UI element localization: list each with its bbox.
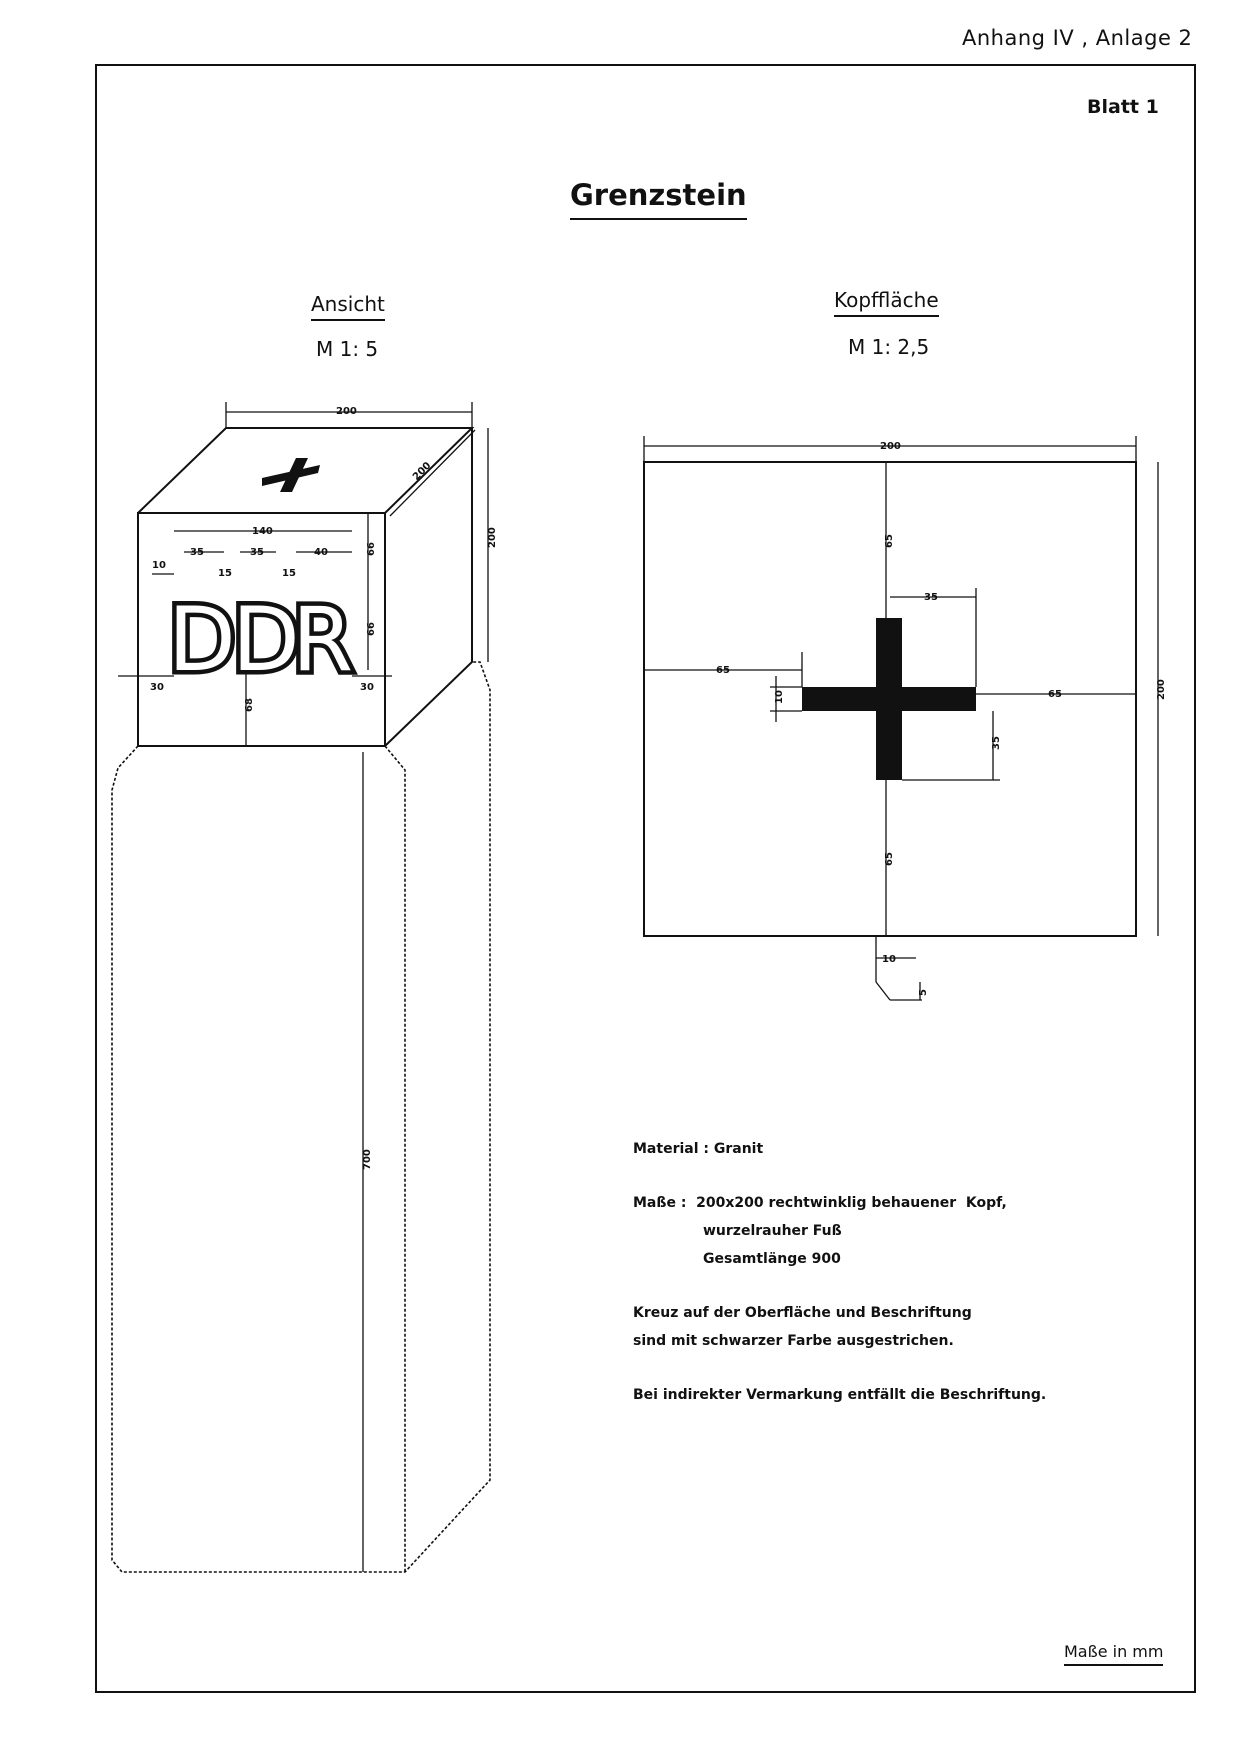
sheet-number: Blatt 1: [1087, 96, 1159, 118]
spec-masse-line3: Gesamtlänge 900: [703, 1251, 841, 1267]
right-view-scale: M 1: 2,5: [848, 335, 930, 359]
spec-masse-line1: Maße : 200x200 rechtwinklig behauener Ko…: [633, 1195, 1007, 1211]
units-note: Maße in mm: [1064, 1642, 1164, 1666]
chamfer-diagonal: [875, 981, 891, 1001]
spec-masse-line2: wurzelrauher Fuß: [703, 1223, 842, 1239]
shaft-edge: [384, 745, 406, 1572]
dim-top-width: 200: [336, 406, 357, 417]
dim-top-margin: 66: [366, 542, 377, 556]
dim-cross-left: 65: [716, 665, 730, 676]
letter-r: R: [292, 588, 353, 691]
head-front-face: [137, 512, 386, 747]
dim-chamfer-h: 5: [918, 989, 929, 996]
dim-side-left: 30: [150, 682, 164, 693]
letter-d2: D: [232, 588, 300, 691]
dim-shaft-length: 700: [362, 1149, 373, 1170]
dim-top-depth: 200: [411, 460, 434, 483]
dim-cross-arm-h: 35: [991, 736, 1002, 750]
annex-header: Anhang IV , Anlage 2: [962, 26, 1193, 50]
dim-line-depth: [389, 429, 476, 517]
top-cross-vertical: [280, 458, 308, 492]
dim-cross-right: 65: [1048, 689, 1062, 700]
dim-surface-height: 200: [1156, 679, 1167, 700]
top-surface-view: 200 200 65 35 65 65 10 35 65 10: [643, 436, 1167, 1001]
dim-gap1: 15: [218, 568, 232, 579]
left-view-title: Ansicht: [311, 292, 385, 321]
letter-d1: D: [168, 588, 236, 691]
dim-bottom-margin: 68: [244, 698, 255, 712]
dim-cross-top: 65: [884, 534, 895, 548]
spec-note-line2: sind mit schwarzer Farbe ausgestrichen.: [633, 1333, 954, 1349]
dim-letter-height: 66: [366, 622, 377, 636]
drawing-frame: [95, 64, 1196, 1693]
head-side-face: [384, 428, 473, 747]
spec-note-line1: Kreuz auf der Oberfläche und Beschriftun…: [633, 1305, 972, 1321]
specification-block: Material : Granit Maße : 200x200 rechtwi…: [633, 1135, 1193, 1409]
dim-letter-d2: 35: [250, 547, 264, 558]
dim-surface-width: 200: [880, 441, 901, 452]
dim-margin: 10: [152, 560, 166, 571]
dim-letter-r: 40: [314, 547, 328, 558]
drawing-title: Grenzstein: [570, 178, 747, 220]
left-view-scale: M 1: 5: [316, 337, 379, 361]
dim-cross-bottom: 65: [884, 852, 895, 866]
dim-head-height: 200: [487, 527, 498, 548]
spec-note-line3: Bei indirekter Vermarkung entfällt die B…: [633, 1387, 1047, 1403]
top-surface-square: [643, 461, 1137, 937]
right-view-title: Kopffläche: [834, 288, 939, 317]
dim-side-right: 30: [360, 682, 374, 693]
dim-text-width: 140: [252, 526, 273, 537]
dim-gap2: 15: [282, 568, 296, 579]
stone-view: D D R 200 200 200 140 10 35 15 35 15 40 …: [111, 402, 498, 1573]
dim-letter-d1: 35: [190, 547, 204, 558]
spec-material: Material : Granit: [633, 1141, 764, 1157]
dim-cross-thickness: 10: [774, 690, 785, 704]
head-top-face: [137, 427, 475, 514]
shaft-outline: [111, 661, 491, 1573]
dim-chamfer-w: 10: [882, 954, 896, 965]
cross-horizontal-bar: [802, 687, 976, 711]
dim-cross-arm-w: 35: [924, 592, 938, 603]
